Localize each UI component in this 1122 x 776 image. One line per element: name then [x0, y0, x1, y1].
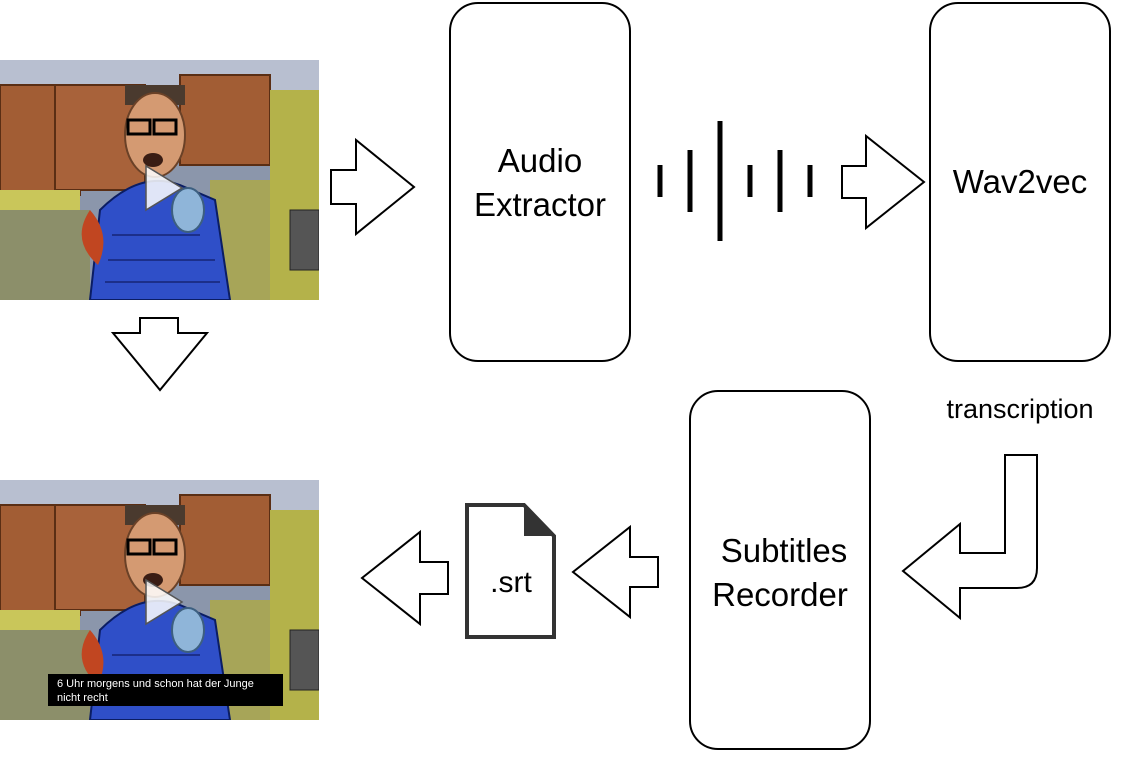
audio-extractor-label-line-1: Audio	[498, 142, 582, 179]
output-video-frame[interactable]: 6 Uhr morgens und schon hat der Junge ni…	[0, 480, 319, 720]
wav2vec-label: Wav2vec	[953, 163, 1087, 200]
input-video-frame[interactable]	[0, 60, 319, 300]
subtitle-caption-line-2: nicht recht	[57, 692, 108, 704]
audio-extractor-box[interactable]: Audio Extractor	[449, 2, 631, 362]
srt-file-label: .srt	[490, 566, 532, 599]
arrow-recorder-to-srt	[571, 524, 659, 620]
transcription-label: transcription	[946, 394, 1093, 424]
arrow-input-to-output-video	[110, 317, 210, 392]
arrow-srt-to-output-video	[360, 529, 449, 627]
subtitle-caption-line-1: 6 Uhr morgens und schon hat der Junge	[57, 678, 254, 690]
subtitles-recorder-box[interactable]: Subtitles Recorder	[689, 390, 871, 750]
subtitles-recorder-label-line-1: Subtitles	[721, 532, 848, 569]
audio-waveform-icon	[657, 121, 813, 241]
arrow-transcription-to-recorder	[901, 454, 1038, 621]
arrow-video-to-extractor	[330, 137, 416, 237]
srt-file-icon[interactable]: .srt	[465, 503, 556, 639]
play-icon[interactable]	[145, 578, 184, 626]
subtitles-recorder-label-line-2: Recorder	[712, 576, 848, 613]
arrow-audio-to-wav2vec	[841, 133, 926, 231]
subtitle-caption-box	[48, 674, 283, 706]
audio-extractor-label-line-2: Extractor	[474, 186, 606, 223]
wav2vec-box[interactable]: Wav2vec	[929, 2, 1111, 362]
play-icon[interactable]	[145, 164, 184, 212]
